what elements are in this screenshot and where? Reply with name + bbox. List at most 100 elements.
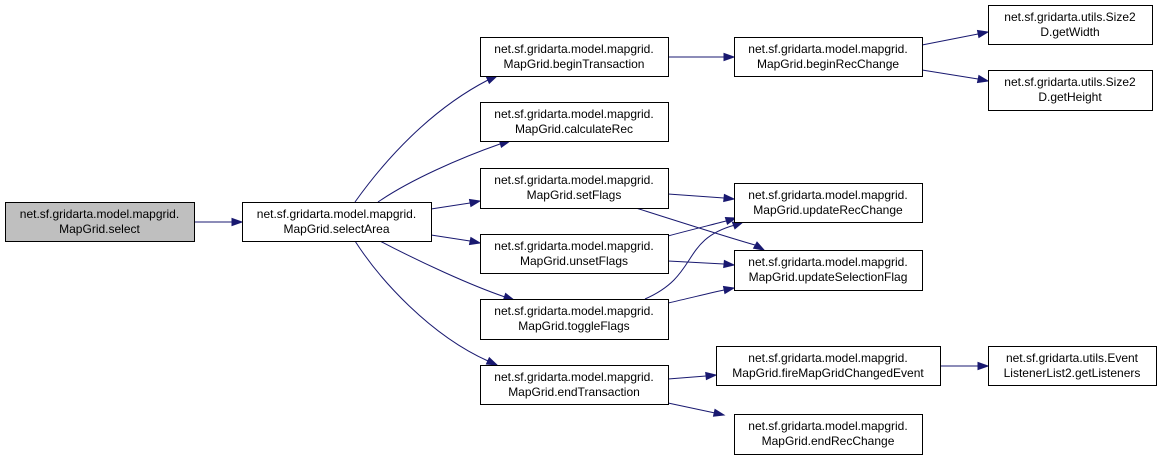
edge-line [377, 143, 501, 203]
node-label-method: D.getWidth [1040, 25, 1099, 39]
node-updateSelectionFlag[interactable]: net.sf.gridarta.model.mapgrid.MapGrid.up… [734, 250, 923, 291]
node-label-package: net.sf.gridarta.model.mapgrid. [748, 255, 907, 269]
node-box [734, 37, 923, 77]
edge-selectArea-to-setFlags [430, 198, 482, 210]
edge-line [921, 69, 979, 80]
edge-selectArea-to-beginTransaction [354, 75, 499, 203]
node-fireMapGridChangedEvent[interactable]: net.sf.gridarta.model.mapgrid.MapGrid.fi… [716, 346, 941, 386]
node-label-method: MapGrid.beginRecChange [757, 57, 899, 71]
node-label-package: net.sf.gridarta.model.mapgrid. [494, 304, 653, 318]
node-label-package: net.sf.gridarta.model.mapgrid. [494, 173, 653, 187]
node-box [480, 168, 669, 209]
arrowhead-icon [723, 52, 736, 62]
node-box [734, 414, 923, 455]
node-label-method: D.getHeight [1038, 90, 1102, 104]
node-box [988, 346, 1157, 386]
arrowhead-icon [976, 29, 990, 39]
node-label-method: MapGrid.toggleFlags [518, 319, 629, 333]
node-box [480, 102, 669, 142]
node-box [988, 70, 1153, 111]
node-beginRecChange[interactable]: net.sf.gridarta.model.mapgrid.MapGrid.be… [734, 37, 923, 77]
edge-endTransaction-to-fireMapGridChangedEvent [667, 371, 718, 381]
node-label-package: net.sf.gridarta.model.mapgrid. [748, 188, 907, 202]
arrowhead-icon [723, 193, 736, 203]
edge-line [921, 33, 979, 46]
edge-selectArea-to-unsetFlags [430, 234, 482, 246]
node-box [480, 299, 669, 340]
node-label-method: ListenerList2.getListeners [1004, 366, 1141, 380]
node-box [480, 234, 669, 274]
node-box [734, 250, 923, 291]
node-getListeners[interactable]: net.sf.gridarta.utils.EventListenerList2… [988, 346, 1157, 386]
edge-line [635, 207, 756, 246]
arrowhead-icon [468, 236, 482, 246]
edge-line [379, 240, 506, 298]
edge-line [354, 79, 489, 203]
node-label-package: net.sf.gridarta.model.mapgrid. [494, 239, 653, 253]
node-label-method: MapGrid.selectArea [283, 222, 389, 236]
node-label-method: MapGrid.endRecChange [762, 434, 895, 448]
node-box [5, 202, 195, 242]
arrowhead-icon [231, 217, 244, 227]
arrowhead-icon [752, 241, 766, 251]
edge-beginTransaction-to-beginRecChange [668, 52, 736, 62]
node-unsetFlags[interactable]: net.sf.gridarta.model.mapgrid.MapGrid.un… [480, 234, 669, 274]
nodes-layer: net.sf.gridarta.model.mapgrid.MapGrid.se… [5, 5, 1157, 455]
node-label-method: MapGrid.updateSelectionFlag [749, 270, 908, 284]
edge-toggleFlags-to-updateSelectionFlag [667, 285, 736, 304]
node-box [242, 202, 432, 242]
edge-beginRecChange-to-getHeight [921, 69, 990, 84]
edge-line [667, 260, 725, 265]
node-label-package: net.sf.gridarta.model.mapgrid. [748, 351, 907, 365]
edge-line [430, 234, 471, 242]
edge-select-to-selectArea [194, 217, 244, 227]
node-label-method: MapGrid.fireMapGridChangedEvent [732, 366, 924, 380]
node-updateRecChange[interactable]: net.sf.gridarta.model.mapgrid.MapGrid.up… [734, 183, 923, 223]
node-label-package: net.sf.gridarta.utils.Size2 [1004, 75, 1136, 89]
node-label-method: MapGrid.updateRecChange [753, 203, 903, 217]
edge-line [667, 193, 725, 199]
node-box [716, 346, 941, 386]
node-endTransaction[interactable]: net.sf.gridarta.model.mapgrid.MapGrid.en… [480, 365, 669, 405]
node-selectArea[interactable]: net.sf.gridarta.model.mapgrid.MapGrid.se… [242, 202, 432, 242]
node-label-method: MapGrid.beginTransaction [504, 57, 645, 71]
arrowhead-icon [723, 259, 736, 269]
node-box [480, 365, 669, 405]
node-endRecChange[interactable]: net.sf.gridarta.model.mapgrid.MapGrid.en… [734, 414, 923, 455]
arrowhead-icon [977, 361, 990, 371]
node-box [480, 37, 669, 77]
arrowhead-icon [468, 198, 482, 208]
arrowhead-icon [705, 371, 718, 381]
edge-beginRecChange-to-getWidth [921, 29, 990, 46]
edge-selectArea-to-endTransaction [354, 240, 499, 366]
arrowhead-icon [731, 221, 745, 230]
edge-line [667, 375, 707, 380]
edge-line [644, 224, 736, 300]
node-label-method: MapGrid.calculateRec [515, 122, 633, 136]
node-select[interactable]: net.sf.gridarta.model.mapgrid.MapGrid.se… [5, 202, 195, 242]
node-box [988, 5, 1153, 45]
edge-line [667, 402, 716, 414]
arrowhead-icon [485, 356, 499, 366]
node-setFlags[interactable]: net.sf.gridarta.model.mapgrid.MapGrid.se… [480, 168, 669, 209]
node-label-package: net.sf.gridarta.model.mapgrid. [494, 42, 653, 56]
node-beginTransaction[interactable]: net.sf.gridarta.model.mapgrid.MapGrid.be… [480, 37, 669, 77]
arrowhead-icon [976, 74, 990, 84]
node-calculateRec[interactable]: net.sf.gridarta.model.mapgrid.MapGrid.ca… [480, 102, 669, 142]
node-label-method: MapGrid.setFlags [527, 188, 622, 202]
edge-line [354, 240, 489, 362]
edge-setFlags-to-updateRecChange [667, 193, 736, 203]
node-label-method: MapGrid.select [59, 222, 140, 236]
edge-unsetFlags-to-updateRecChange [667, 216, 738, 237]
edge-toggleFlags-to-updateRecChange [644, 221, 745, 300]
edge-line [667, 289, 725, 304]
arrowhead-icon [485, 75, 499, 85]
node-label-package: net.sf.gridarta.model.mapgrid. [494, 370, 653, 384]
node-label-package: net.sf.gridarta.model.mapgrid. [494, 107, 653, 121]
arrowhead-icon [724, 216, 738, 226]
node-toggleFlags[interactable]: net.sf.gridarta.model.mapgrid.MapGrid.to… [480, 299, 669, 340]
node-label-package: net.sf.gridarta.model.mapgrid. [257, 207, 416, 221]
